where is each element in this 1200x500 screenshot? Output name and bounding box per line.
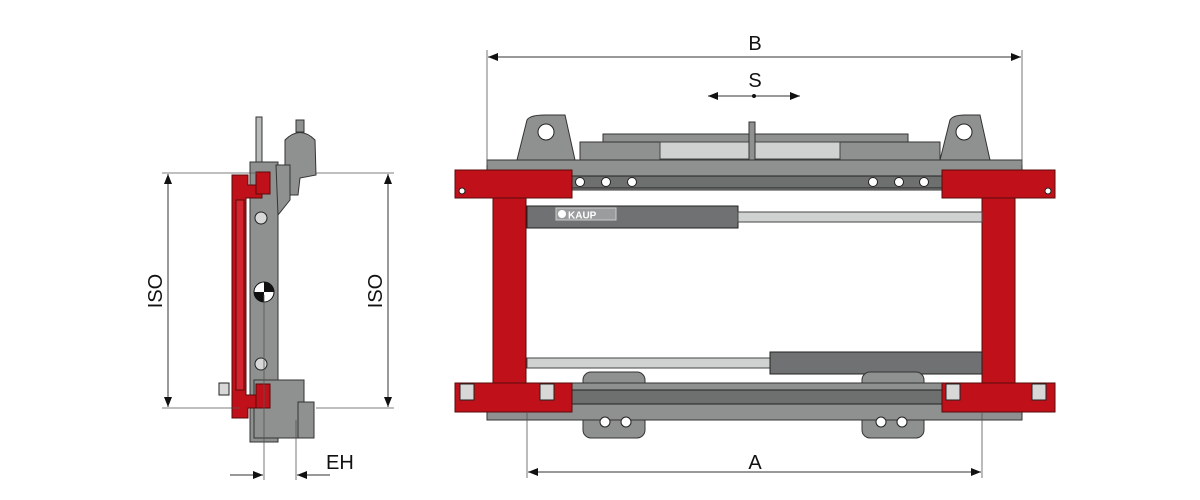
bolt-icon — [459, 383, 475, 401]
bolt-icon — [896, 416, 908, 428]
side-column-bracket — [275, 164, 291, 217]
kaup-logo-text: KAUP — [568, 211, 597, 222]
bottom-cylinder — [769, 351, 983, 375]
iso-right-label: ISO — [365, 274, 387, 308]
bolt-icon — [919, 177, 929, 187]
side-stop-pin — [218, 382, 230, 396]
center-of-gravity-icon — [253, 281, 275, 303]
side-lower-lug — [297, 401, 315, 439]
bolt-icon — [1031, 383, 1047, 401]
bolt-icon — [627, 177, 637, 187]
bottom-cylinder-rod — [526, 357, 771, 369]
bolt-icon — [599, 416, 611, 428]
a-label: A — [748, 452, 762, 474]
front-view: KAUP B S A — [454, 33, 1056, 478]
left-fork-post — [492, 197, 527, 385]
top-rail-bolts — [458, 177, 1052, 195]
center-pin — [748, 121, 756, 161]
bolt-icon — [1044, 187, 1052, 195]
bolt-icon — [458, 187, 466, 195]
iso-left-label: ISO — [145, 274, 167, 308]
right-ear-hole — [955, 123, 973, 141]
bolt-icon — [575, 177, 585, 187]
side-upper-red-slide — [255, 171, 271, 195]
top-guide-rail — [569, 175, 943, 189]
bolt-icon — [539, 383, 555, 401]
left-ear-hole — [537, 123, 555, 141]
bolt-icon — [875, 416, 887, 428]
bottom-guide-rail — [569, 389, 943, 405]
side-hook — [284, 132, 317, 196]
b-label: B — [748, 33, 761, 55]
foot-bolts — [599, 416, 908, 428]
side-hook-knob — [295, 119, 305, 133]
side-red-frame-face — [235, 199, 245, 391]
bolt-icon — [620, 416, 632, 428]
bolt-icon — [894, 177, 904, 187]
top-left-red-slide — [454, 169, 573, 199]
bottom-slide-bolts — [459, 383, 1047, 401]
kaup-logo: KAUP — [555, 207, 617, 222]
bolt-icon — [945, 383, 961, 401]
side-lower-red-slide — [255, 383, 271, 409]
side-upper-bolt-icon — [254, 211, 268, 225]
top-cylinder-rod — [737, 211, 983, 223]
bolt-icon — [868, 177, 878, 187]
side-view: ISO ISO EH — [145, 116, 394, 480]
s-center-dot — [752, 94, 756, 98]
bolt-icon — [601, 177, 611, 187]
right-fork-post — [981, 197, 1016, 385]
side-lower-bolt-icon — [254, 357, 268, 371]
top-right-red-slide — [941, 169, 1056, 199]
s-label: S — [748, 70, 761, 92]
side-upright-pin — [255, 116, 263, 163]
eh-label: EH — [326, 452, 354, 474]
